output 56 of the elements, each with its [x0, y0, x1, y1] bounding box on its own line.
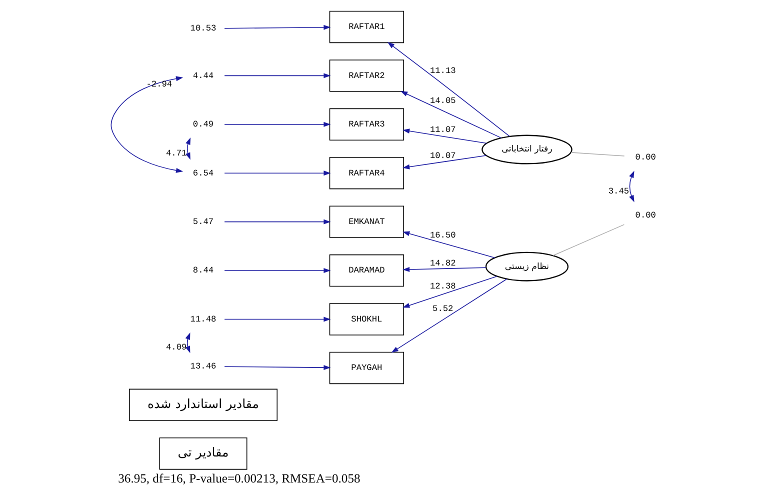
edge-label: 5.52 — [432, 304, 454, 314]
arrow — [629, 170, 634, 202]
arrow — [224, 268, 331, 274]
arrow — [224, 170, 331, 176]
arrow — [402, 231, 496, 258]
edge-label: 4.71 — [166, 148, 187, 159]
node-text: 0.00 — [635, 152, 656, 163]
node-text: 13.46 — [190, 362, 216, 372]
node-box: مقادیر تی — [159, 438, 248, 470]
node-box: SHOKHL — [329, 303, 404, 336]
arrow — [402, 128, 487, 144]
edge-label: 14.82 — [430, 258, 456, 269]
node-text: 6.54 — [192, 168, 214, 178]
arrow — [224, 219, 331, 224]
arrow — [224, 365, 331, 370]
arrow — [224, 73, 331, 78]
arrow — [400, 91, 502, 138]
node-ellipse: نظام زیستی — [485, 252, 569, 282]
node-text: 0.00 — [635, 210, 656, 221]
edge-label: 12.38 — [430, 281, 456, 292]
caption: 36.95, df=16, P-value=0.00213, RMSEA=0.058 — [118, 472, 360, 486]
node-box: مقادیر استاندارد شده — [129, 388, 278, 421]
node-ellipse: رفتار انتخاباتی — [482, 134, 572, 164]
edge-label: 4.09 — [166, 342, 187, 353]
arrow — [402, 155, 487, 170]
arrow — [110, 76, 184, 173]
edge-label: 10.07 — [430, 151, 456, 162]
node-box: RAFTAR4 — [329, 157, 404, 190]
arrow — [186, 137, 191, 160]
edge-label: 3.45 — [608, 186, 630, 196]
node-box: PAYGAH — [329, 352, 404, 384]
node-text: 4.44 — [192, 70, 214, 81]
arrow — [402, 276, 498, 308]
edge-label: 11.13 — [430, 66, 456, 76]
arrow — [391, 278, 508, 353]
node-box: RAFTAR1 — [329, 10, 404, 44]
node-text: 0.49 — [192, 120, 214, 130]
node-box: EMKANAT — [329, 206, 404, 238]
node-text: 5.47 — [192, 217, 214, 228]
node-box: RAFTAR3 — [329, 108, 404, 140]
connector — [570, 152, 625, 156]
node-box: DARAMAD — [329, 254, 404, 287]
node-text: 8.44 — [192, 266, 214, 276]
edge-label: 11.07 — [430, 125, 456, 136]
arrow — [402, 267, 486, 272]
arrow — [224, 122, 331, 127]
arrow — [224, 316, 331, 322]
arrow — [224, 24, 331, 30]
arrow — [185, 332, 190, 354]
connector — [552, 224, 625, 256]
node-box: RAFTAR2 — [329, 60, 404, 92]
node-text: 11.48 — [190, 314, 216, 324]
edge-label: 14.05 — [430, 96, 456, 106]
node-text: 10.53 — [190, 24, 216, 34]
edge-label: 16.50 — [430, 230, 456, 240]
arrow — [387, 42, 510, 137]
